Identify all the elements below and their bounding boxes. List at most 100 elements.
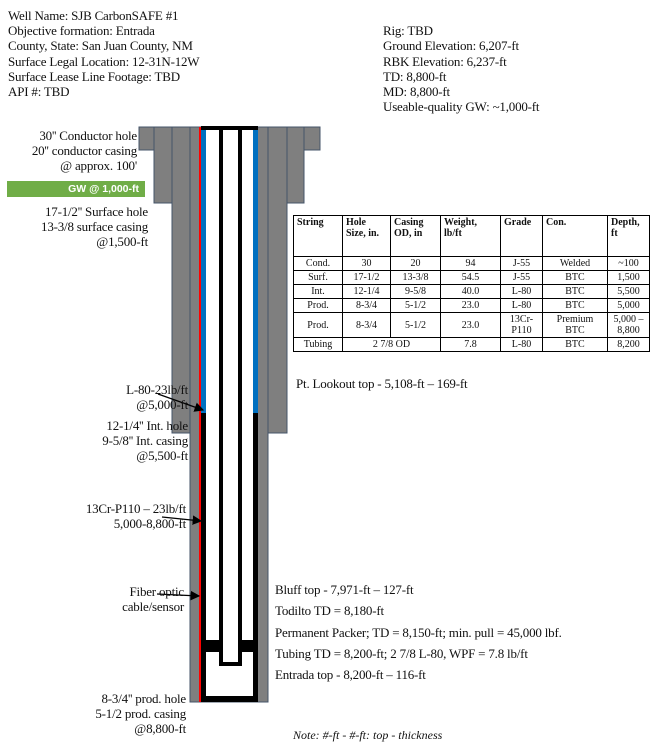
cell: Tubing — [293, 337, 343, 352]
column-header: Casing OD, in — [390, 215, 441, 257]
well-name: Well Name: SJB CarbonSAFE #1 — [8, 8, 179, 23]
cell: 5,000 – 8,800 — [607, 312, 650, 338]
label-line: @ approx. 100' — [60, 158, 137, 173]
rbk-elevation: RBK Elevation: 6,237-ft — [383, 54, 507, 69]
column-header: Con. — [542, 215, 608, 257]
cell: 23.0 — [440, 298, 501, 313]
cr-arrow — [161, 515, 203, 525]
label-line: @5,500-ft — [136, 448, 188, 463]
cell: L-80 — [500, 337, 543, 352]
label-line: 13Cr-P110 – 23lb/ft — [85, 501, 186, 516]
cell: 5-1/2 — [390, 298, 441, 313]
cell: Premium BTC — [542, 312, 608, 338]
entrada-label: Entrada top - 8,200-ft – 116-ft — [275, 667, 426, 682]
intermediate-label: 12-1/4'' Int. hole 9-5/8'' Int. casing @… — [102, 418, 188, 463]
cell: 30 — [342, 256, 391, 271]
md: MD: 8,800-ft — [383, 84, 450, 99]
column-header: Grade — [500, 215, 543, 257]
cell: Cond. — [293, 256, 343, 271]
tubing-bottom — [219, 662, 242, 666]
casing-bore — [201, 127, 258, 700]
fiber-arrow — [156, 590, 201, 601]
cell: Prod. — [293, 312, 343, 338]
production-label: 8-3/4'' prod. hole 5-1/2 prod. casing @8… — [95, 691, 186, 736]
cell: Surf. — [293, 270, 343, 285]
legal-location: Surface Legal Location: 12-31N-12W — [8, 54, 200, 69]
conductor-label: 30'' Conductor hole 20'' conductor casin… — [32, 128, 137, 173]
cell: 5,500 — [607, 284, 650, 299]
cell: 20 — [390, 256, 441, 271]
cell: 7.8 — [440, 337, 501, 352]
cell: 23.0 — [440, 312, 501, 338]
td: TD: 8,800-ft — [383, 69, 447, 84]
casing-left-l80 — [201, 127, 206, 413]
cell: Welded — [542, 256, 608, 271]
cell: BTC — [542, 270, 608, 285]
cell: 2 7/8 OD — [342, 337, 441, 352]
cell: Int. — [293, 284, 343, 299]
casing-right-cr — [253, 413, 258, 702]
column-header: String — [293, 215, 343, 257]
casing-left-cr — [201, 413, 206, 702]
label-line: L-80-23lb/ft — [126, 382, 188, 397]
cell: 5,000 — [607, 298, 650, 313]
cell: 94 — [440, 256, 501, 271]
label-line: 8-3/4'' prod. hole — [101, 691, 187, 706]
packer-label: Permanent Packer; TD = 8,150-ft; min. pu… — [275, 625, 562, 640]
column-header: Depth, ft — [607, 215, 650, 257]
bluff-label: Bluff top - 7,971-ft – 127-ft — [275, 582, 414, 597]
table-header: String Hole Size, in. Casing OD, in Weig… — [293, 215, 650, 257]
casing-right-l80 — [253, 127, 258, 413]
cell: L-80 — [500, 298, 543, 313]
cell: 54.5 — [440, 270, 501, 285]
cell: 40.0 — [440, 284, 501, 299]
surface-label: 17-1/2'' Surface hole 13-3/8 surface cas… — [41, 204, 148, 249]
label-line: Fiber optic — [129, 584, 185, 599]
label-line: @5,000-ft — [136, 397, 188, 412]
tubing-left — [219, 127, 223, 666]
cell: 1,500 — [607, 270, 650, 285]
label-line: 17-1/2'' Surface hole — [44, 204, 148, 219]
l80-arrow — [157, 393, 205, 412]
cell: J-55 — [500, 256, 543, 271]
casing-table: String Hole Size, in. Casing OD, in Weig… — [293, 215, 650, 352]
objective-formation: Objective formation: Entrada — [8, 23, 155, 38]
tubing-right — [238, 127, 242, 666]
tubing-label: Tubing TD = 8,200-ft; 2 7/8 L-80, WPF = … — [275, 646, 528, 661]
todilto-label: Todilto TD = 8,180-ft — [275, 603, 384, 618]
cell: BTC — [542, 284, 608, 299]
rig: Rig: TBD — [383, 23, 433, 38]
county-state: County, State: San Juan County, NM — [8, 38, 193, 53]
cell: BTC — [542, 298, 608, 313]
cell: J-55 — [500, 270, 543, 285]
api-number: API #: TBD — [8, 84, 70, 99]
cell: Prod. — [293, 298, 343, 313]
cell: 13Cr-P110 — [500, 312, 543, 338]
cell: 8-3/4 — [342, 298, 391, 313]
cell: BTC — [542, 337, 608, 352]
label-line: 13-3/8 surface casing — [41, 219, 148, 234]
label-line: cable/sensor — [122, 599, 184, 614]
useable-gw: Useable-quality GW: ~1,000-ft — [383, 99, 540, 114]
lease-footage: Surface Lease Line Footage: TBD — [8, 69, 180, 84]
fiber-optic-line — [199, 127, 201, 702]
groundwater-marker: GW @ 1,000-ft — [7, 181, 145, 197]
label-line: 9-5/8'' Int. casing — [102, 433, 188, 448]
casing-bottom — [201, 696, 258, 702]
l80-label: L-80-23lb/ft @5,000-ft — [126, 382, 188, 412]
cell: 12-1/4 — [342, 284, 391, 299]
wellhead-cap — [201, 126, 258, 130]
label-line: 20'' conductor casing — [31, 143, 137, 158]
cell: 8-3/4 — [342, 312, 391, 338]
cell: 5-1/2 — [390, 312, 441, 338]
label-line: 30'' Conductor hole — [39, 128, 137, 143]
column-header: Weight, lb/ft — [440, 215, 501, 257]
label-line: @1,500-ft — [96, 234, 148, 249]
fiber-label: Fiber optic cable/sensor — [122, 584, 184, 614]
